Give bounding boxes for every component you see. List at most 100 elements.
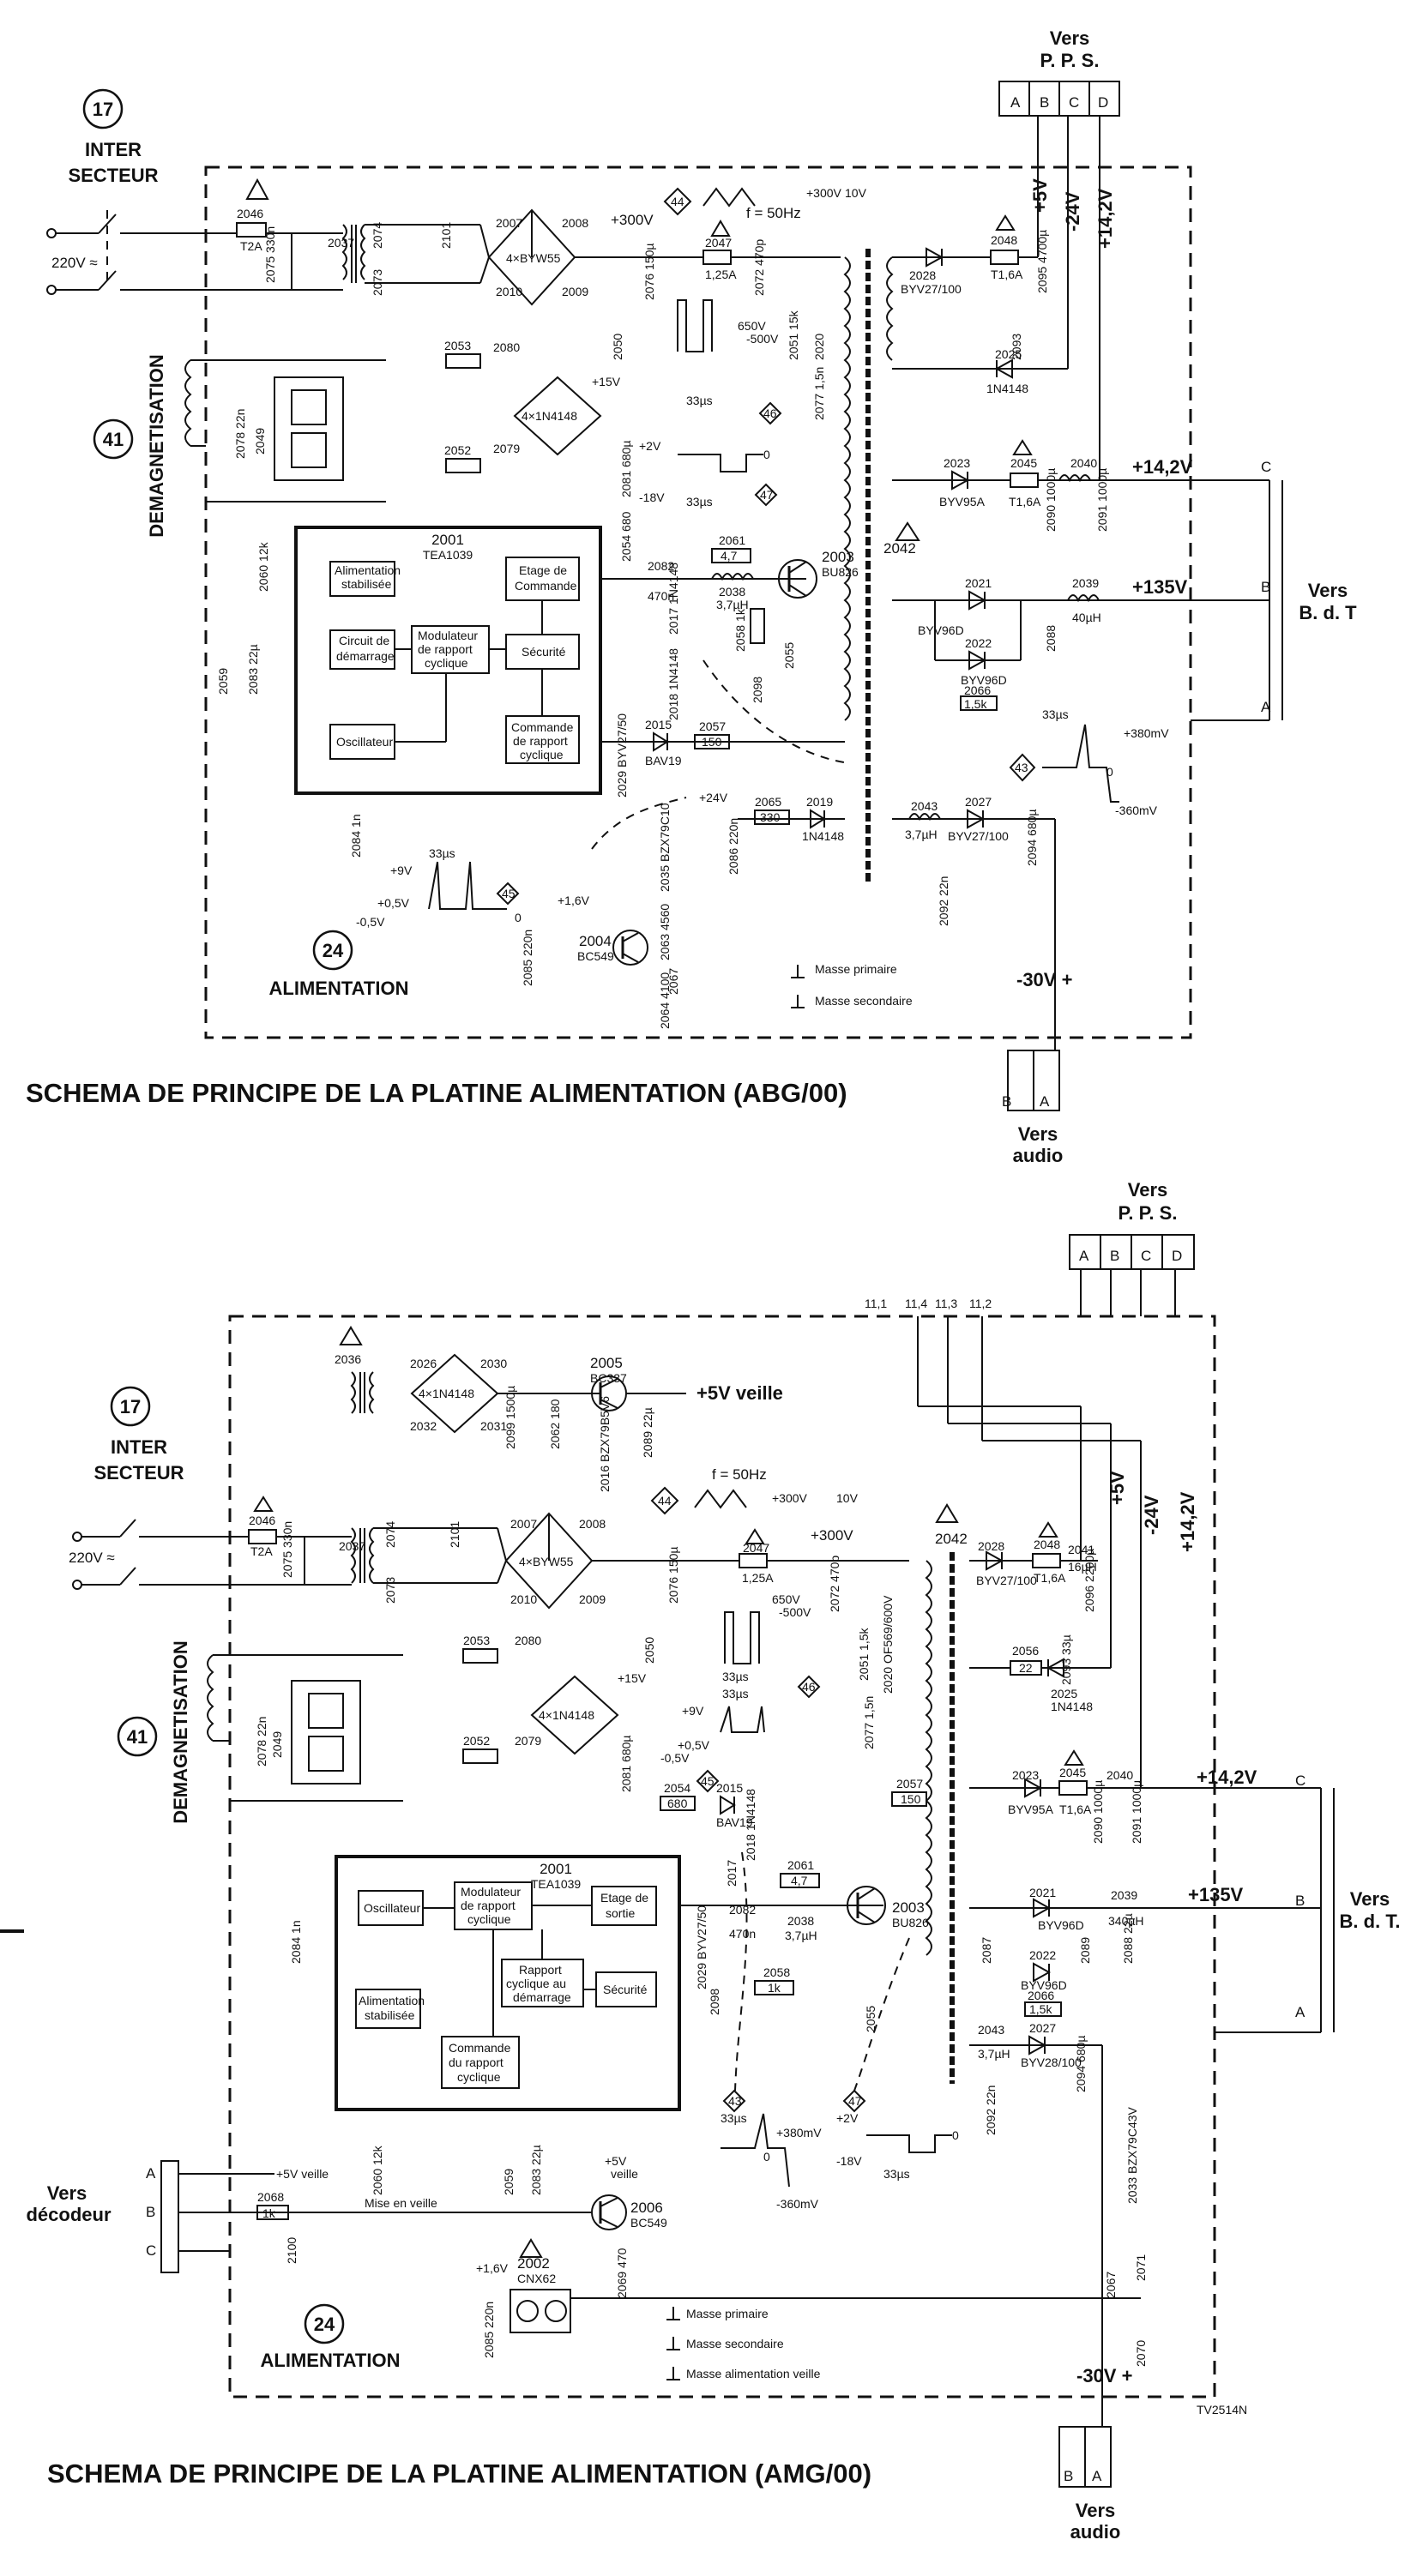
svg-text:2007: 2007 bbox=[510, 1517, 537, 1531]
rail-14v-pps-amg: +14,2V bbox=[1177, 1491, 1198, 1552]
ref-circle-41-amg: 41 bbox=[117, 1716, 158, 1757]
svg-text:2059: 2059 bbox=[502, 2169, 516, 2195]
svg-text:47: 47 bbox=[760, 488, 774, 502]
svg-text:de rapport: de rapport bbox=[461, 1899, 516, 1912]
svg-text:3,7µH: 3,7µH bbox=[978, 2047, 1010, 2061]
rail-14v-pps: +14,2V bbox=[1094, 188, 1116, 249]
ground-legend-amg: Masse primaire Masse secondaire Masse al… bbox=[666, 2307, 821, 2380]
svg-text:2008: 2008 bbox=[562, 216, 588, 230]
diode-2015-amg: 2015 BAV19 bbox=[716, 1781, 753, 1829]
inter-label: INTER bbox=[85, 139, 142, 160]
audio-label: audio bbox=[1013, 1145, 1064, 1166]
svg-text:cyclique: cyclique bbox=[425, 656, 468, 670]
svg-text:BAV19: BAV19 bbox=[716, 1815, 753, 1829]
svg-text:2072 470p: 2072 470p bbox=[828, 1556, 841, 1612]
svg-text:du rapport: du rapport bbox=[449, 2055, 503, 2069]
svg-text:de rapport: de rapport bbox=[513, 734, 568, 748]
svg-text:44: 44 bbox=[671, 195, 684, 208]
svg-text:2098: 2098 bbox=[708, 1989, 721, 2015]
svg-text:B: B bbox=[1295, 1893, 1305, 1909]
block-oscillateur bbox=[329, 724, 395, 760]
svg-text:17: 17 bbox=[93, 99, 113, 120]
svg-text:+24V: +24V bbox=[699, 791, 728, 804]
title-amg: SCHEMA DE PRINCIPE DE LA PLATINE ALIMENT… bbox=[47, 2459, 871, 2489]
block-alim-stab-amg bbox=[355, 1989, 421, 2029]
svg-text:43: 43 bbox=[1015, 761, 1028, 774]
svg-text:2073: 2073 bbox=[383, 1577, 397, 1604]
resistor-2065 bbox=[754, 810, 790, 825]
svg-text:2061: 2061 bbox=[787, 1858, 814, 1872]
svg-text:2098: 2098 bbox=[751, 677, 764, 703]
resistor-2052-amg bbox=[462, 1748, 498, 1764]
svg-text:BYV27/100: BYV27/100 bbox=[976, 1574, 1037, 1587]
svg-text:+0,5V: +0,5V bbox=[678, 1738, 710, 1752]
svg-text:+2V: +2V bbox=[836, 2111, 859, 2125]
svg-text:2040: 2040 bbox=[1070, 456, 1097, 470]
svg-text:2057: 2057 bbox=[896, 1777, 923, 1791]
svg-text:-500V: -500V bbox=[779, 1605, 811, 1619]
svg-text:-360mV: -360mV bbox=[1115, 803, 1158, 817]
svg-text:B: B bbox=[146, 2204, 155, 2220]
svg-text:2094 680µ: 2094 680µ bbox=[1025, 810, 1039, 866]
inter-label-amg: INTER bbox=[111, 1436, 167, 1458]
waveform-44-amg: 44 f = 50Hz +300V 10V bbox=[650, 1466, 859, 1515]
svg-text:2080: 2080 bbox=[515, 1634, 541, 1647]
alimentation-label: ALIMENTATION bbox=[269, 978, 409, 999]
svg-text:2001: 2001 bbox=[540, 1861, 572, 1877]
bdt-connector-amg: C B A bbox=[1215, 1773, 1335, 2033]
board-outline-amg bbox=[228, 1315, 1216, 2398]
svg-text:2076 150µ: 2076 150µ bbox=[642, 244, 656, 300]
svg-text:2017 1N4148: 2017 1N4148 bbox=[666, 563, 680, 635]
inductor-2043: 2043 3,7µH bbox=[905, 799, 941, 841]
svg-text:2015: 2015 bbox=[716, 1781, 743, 1795]
svg-text:2092 22n: 2092 22n bbox=[984, 2085, 998, 2135]
bdt-connector: C B A bbox=[1191, 459, 1283, 721]
svg-text:2096 2200µ: 2096 2200µ bbox=[1082, 1549, 1096, 1612]
waveform-drain-amg: 650V -500V 33µs 33µs +9V +0,5V -0,5V 46 … bbox=[660, 1592, 821, 1793]
svg-text:33µs: 33µs bbox=[721, 2111, 747, 2125]
resistor-2056-amg: 2056 22 bbox=[1010, 1644, 1042, 1676]
drawing-code: TV2514N bbox=[1197, 2403, 1247, 2417]
svg-text:A: A bbox=[1040, 1093, 1050, 1110]
svg-text:2094 680µ: 2094 680µ bbox=[1074, 2036, 1088, 2092]
svg-text:Masse secondaire: Masse secondaire bbox=[686, 2337, 784, 2350]
svg-text:2063 4560: 2063 4560 bbox=[658, 904, 672, 960]
svg-text:11,1: 11,1 bbox=[865, 1297, 887, 1310]
svg-text:2003: 2003 bbox=[822, 549, 854, 565]
svg-text:2075 330n: 2075 330n bbox=[280, 1521, 294, 1578]
svg-text:2079: 2079 bbox=[515, 1734, 541, 1748]
veille-decodeur: +5V veille bbox=[276, 2167, 329, 2181]
svg-text:3,7µH: 3,7µH bbox=[716, 598, 749, 611]
svg-text:+1,6V: +1,6V bbox=[558, 894, 590, 907]
resistor-2057-amg bbox=[891, 1791, 927, 1807]
svg-text:340µH: 340µH bbox=[1108, 1914, 1144, 1928]
svg-text:45: 45 bbox=[701, 1774, 715, 1788]
svg-text:2045: 2045 bbox=[1059, 1766, 1086, 1779]
svg-text:2049: 2049 bbox=[253, 428, 267, 454]
svg-text:0: 0 bbox=[952, 2128, 959, 2142]
mise-en-veille-label: Mise en veille bbox=[365, 2196, 437, 2210]
svg-text:D: D bbox=[1098, 94, 1108, 111]
rail-minus30v: -30V + bbox=[1016, 969, 1072, 990]
svg-text:2074: 2074 bbox=[383, 1521, 397, 1548]
svg-text:2042: 2042 bbox=[935, 1531, 968, 1547]
svg-text:+15V: +15V bbox=[592, 375, 621, 388]
block-securite bbox=[505, 634, 580, 670]
svg-text:2075 330n: 2075 330n bbox=[263, 226, 277, 283]
svg-text:+0,5V: +0,5V bbox=[377, 896, 410, 910]
pps-connector: A B C D bbox=[998, 81, 1120, 117]
svg-text:3,7µH: 3,7µH bbox=[785, 1929, 817, 1942]
rail-minus24v-amg: -24V bbox=[1141, 1495, 1162, 1535]
svg-text:11,4: 11,4 bbox=[905, 1297, 927, 1310]
svg-text:2066: 2066 bbox=[964, 683, 991, 697]
svg-text:11,2: 11,2 bbox=[969, 1297, 992, 1310]
svg-text:2038: 2038 bbox=[719, 585, 745, 599]
svg-text:BYV96D: BYV96D bbox=[1021, 1978, 1067, 1992]
audio-label-amg: audio bbox=[1070, 2521, 1121, 2543]
svg-text:2010: 2010 bbox=[510, 1592, 537, 1606]
fuse-2045-amg: 2045 T1,6A bbox=[1058, 1749, 1092, 1816]
diode-2025: 2025 1N4148 bbox=[986, 347, 1028, 395]
ref-circle-17: 17 bbox=[82, 88, 124, 129]
vers-decodeur-label: Vers bbox=[47, 2182, 87, 2204]
svg-text:44: 44 bbox=[658, 1494, 672, 1508]
